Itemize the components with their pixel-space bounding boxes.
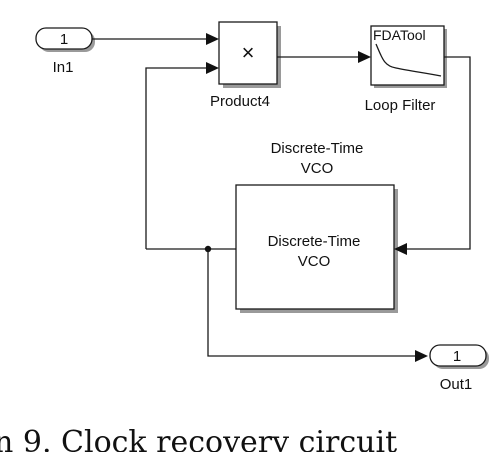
product-label: Product4 (210, 93, 270, 110)
vco-inner-line2: VCO (298, 253, 331, 270)
arrow-vco-input (394, 243, 407, 255)
product-block[interactable]: × (218, 21, 281, 88)
arrow-product-input2 (206, 62, 219, 74)
signal-branch-to-out1 (207, 249, 419, 357)
loop-filter-label: Loop Filter (365, 97, 436, 114)
vco-title-line1: Discrete-Time (271, 140, 364, 157)
in1-port-number: 1 (60, 31, 68, 48)
out1-port[interactable]: 1 (429, 344, 489, 369)
figure-caption: n 9. Clock recovery circuit (0, 425, 397, 452)
out1-port-number: 1 (453, 348, 461, 365)
arrow-out1-input (415, 350, 428, 362)
vco-inner-line1: Discrete-Time (268, 233, 361, 250)
filter-response-icon (375, 43, 442, 77)
vco-block[interactable]: Discrete-Time VCO (235, 184, 398, 313)
loop-filter-block[interactable]: FDATool (370, 25, 447, 88)
signal-feedback-to-product (145, 67, 210, 249)
signal-filter-to-vco (403, 56, 471, 250)
loop-filter-icon-text: FDATool (373, 27, 426, 43)
out1-label: Out1 (440, 376, 473, 393)
arrow-filter-input (358, 51, 371, 63)
in1-label: In1 (53, 59, 74, 76)
in1-port[interactable]: 1 (35, 27, 95, 52)
multiply-icon: × (242, 40, 255, 65)
arrow-product-input1 (206, 33, 219, 45)
vco-title-line2: VCO (301, 160, 334, 177)
